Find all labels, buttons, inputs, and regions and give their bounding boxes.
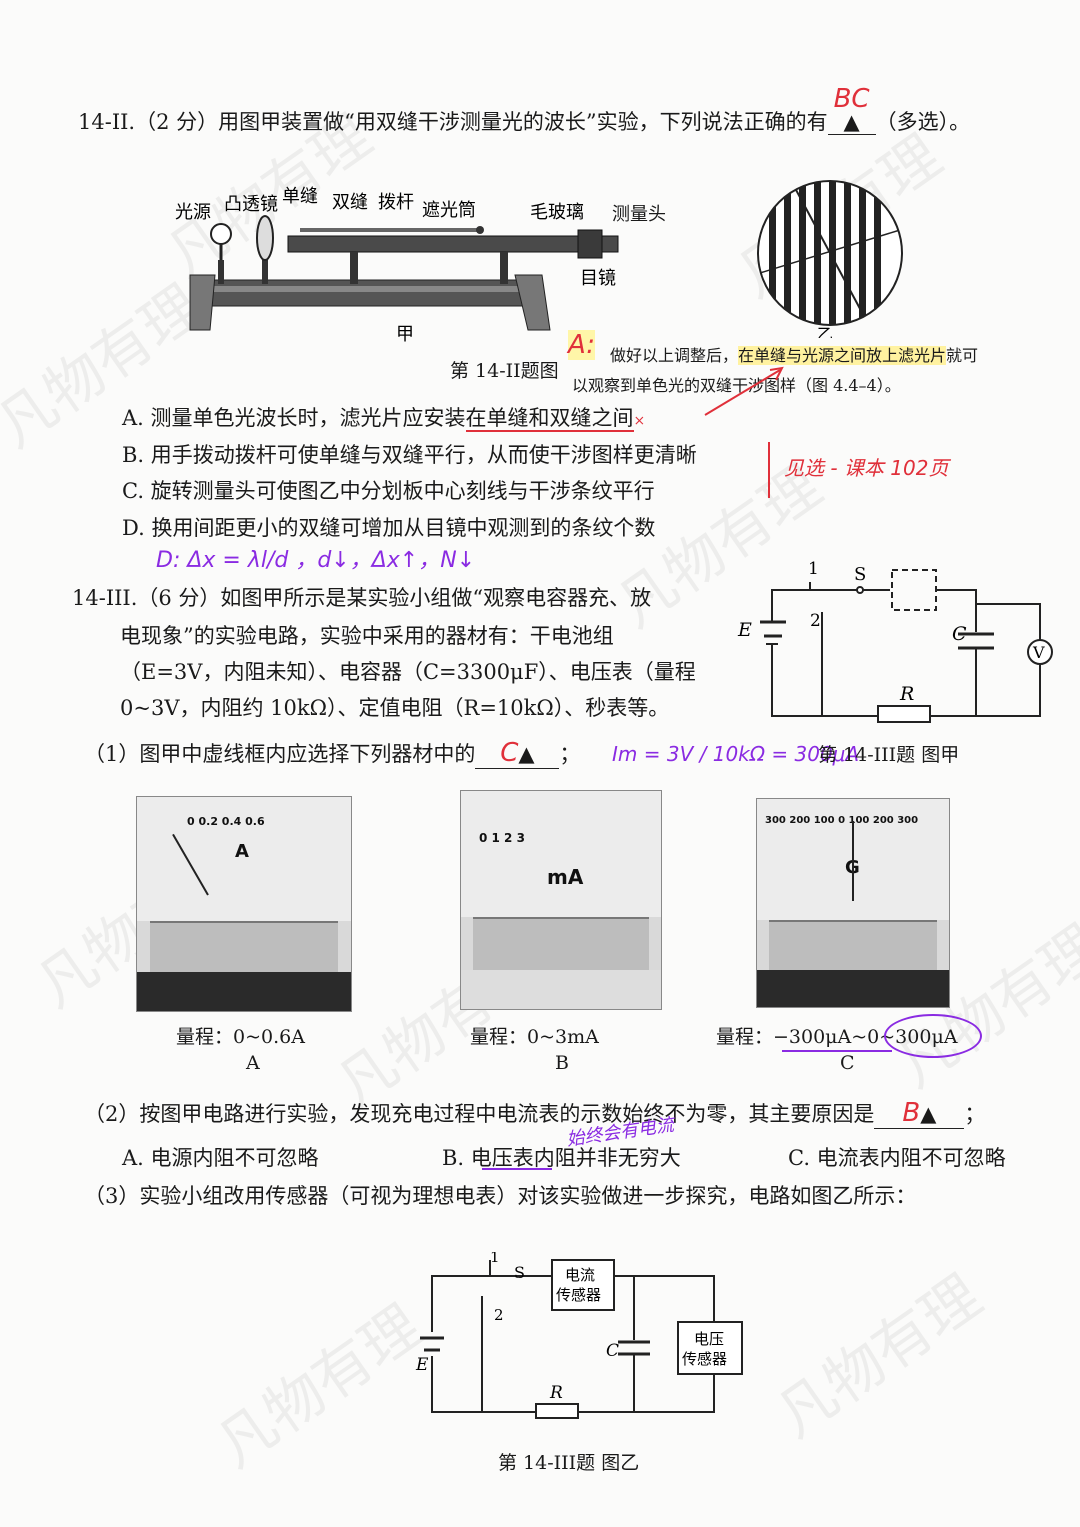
red-textbook-note: 见选 - 课本 102页	[784, 456, 949, 480]
fig2-label-r: R	[549, 1383, 563, 1403]
meter-b-face: mA	[547, 865, 584, 889]
meter-photo-b: 0 1 2 3 mA	[460, 790, 662, 1010]
textbook-note-line1: 做好以上调整后，在单缝与光源之间放上滤光片就可	[610, 346, 979, 365]
light-bulb	[210, 223, 232, 260]
fig2-label-2: 2	[494, 1306, 504, 1324]
meter-c-letter: C	[840, 1052, 855, 1074]
fig2-label-current-sensor: 传感器	[556, 1286, 601, 1304]
figure-caption-yi: 第 14-III题 图乙	[498, 1452, 640, 1474]
label-double-slit: 双缝	[332, 192, 368, 213]
fig2-label-s: S	[514, 1263, 525, 1282]
fig2-label-e: E	[415, 1355, 429, 1375]
part-1-handwritten-calc: Im = 3V / 10kΩ = 300μA	[612, 742, 860, 766]
option-d-handwritten-note: D: Δx = λl/d ，d↓，Δx↑，N↓	[156, 548, 476, 573]
note-a-letter: A:	[568, 330, 596, 360]
circuit-figure-jia: 1 2 S E C R V	[737, 559, 1053, 723]
interference-pattern-figure: 乙	[757, 180, 903, 338]
circuit-label-2: 2	[810, 611, 821, 631]
option-c: C. 旋转测量头可使图乙中分划板中心刻线与干涉条纹平行	[122, 479, 655, 503]
meter-a-scale: 0 0.2 0.4 0.6	[187, 815, 265, 828]
part-3-stem: （3）实验小组改用传感器（可视为理想电表）对该实验做进一步探究，电路如图乙所示：	[84, 1184, 917, 1208]
label-light-source: 光源	[175, 202, 211, 223]
double-slit-apparatus-figure: 光源 凸透镜 单缝 双缝 拨杆 遮光筒 毛玻璃 目镜 甲	[175, 186, 619, 345]
part-2-option-c: C. 电流表内阻不可忽略	[788, 1146, 1006, 1170]
figure-caption-jia: 第 14-III题 图甲	[818, 744, 960, 766]
part-1-answer-blank: C▲	[475, 738, 560, 769]
part-2-option-a: A. 电源内阻不可忽略	[122, 1146, 319, 1170]
part-2-option-b: B. 电压表内阻并非无穷大	[442, 1146, 681, 1170]
circuit-label-s: S	[854, 564, 866, 585]
convex-lens	[256, 215, 274, 261]
label-single-slit: 单缝	[282, 186, 318, 207]
circuit-label-1: 1	[808, 559, 819, 579]
question-14-3-line3: （E=3V，内阻未知）、电容器（C=3300μF）、电压表（量程	[120, 660, 696, 684]
fig2-label-voltage: 电压	[694, 1330, 724, 1348]
label-tube: 遮光筒	[422, 200, 476, 221]
label-convex-lens: 凸透镜	[224, 194, 278, 215]
circuit-label-c: C	[952, 623, 967, 645]
option-a: A. 测量单色光波长时，滤光片应安装在单缝和双缝之间×	[122, 406, 646, 432]
watermark: 凡物有理	[204, 1291, 434, 1481]
supports	[218, 252, 508, 284]
label-measuring-head: 测量头	[612, 204, 666, 225]
question-14-2-stem: 14-II.（2 分）用图甲装置做“用双缝干涉测量光的波长”实验，下列说法正确的…	[78, 84, 971, 135]
meter-c-circle	[884, 1014, 982, 1058]
meter-photo-a: 0 0.2 0.4 0.6 A	[136, 796, 352, 1012]
tube	[287, 226, 619, 259]
meter-a-face: A	[235, 841, 249, 862]
textbook-note-line2: 以观察到单色光的双缝干涉图样（图 4.4–4）。	[572, 376, 901, 395]
red-bracket	[768, 442, 770, 498]
label-eyepiece: 目镜	[580, 268, 616, 289]
meter-a-letter: A	[246, 1052, 260, 1074]
label-ground-glass: 毛玻璃	[530, 202, 584, 223]
circuit-label-r: R	[899, 683, 914, 705]
red-arrow	[704, 366, 784, 416]
meter-a-range: 量程：0~0.6A	[176, 1026, 305, 1048]
meter-photo-c: 300 200 100 0 100 200 300 G	[756, 798, 950, 1008]
answer-blank: ▲BC	[827, 84, 876, 135]
option-d: D. 换用间距更小的双缝可增加从目镜中观测到的条纹个数	[122, 516, 656, 540]
label-lever: 拨杆	[378, 192, 414, 213]
fig2-label-c: C	[606, 1341, 619, 1361]
option-b: B. 用手拨动拨杆可使单缝与双缝平行，从而使干涉图样更清晰	[122, 443, 697, 467]
question-14-3-line2: 电现象”的实验电路，实验中采用的器材有：干电池组	[120, 624, 614, 648]
fig2-label-voltage-sensor: 传感器	[682, 1350, 727, 1368]
optical-bench	[189, 274, 551, 331]
meter-c-scale: 300 200 100 0 100 200 300	[765, 815, 919, 826]
question-14-3-line4: 0~3V，内阻约 10kΩ）、定值电阻（R=10kΩ）、秒表等。	[120, 696, 670, 720]
meter-c-underline	[782, 1050, 892, 1052]
part-2-answer-blank: B▲	[874, 1098, 965, 1129]
label-yi: 乙	[817, 325, 833, 338]
circuit-label-v: V	[1032, 643, 1045, 662]
fig2-label-1: 1	[490, 1252, 500, 1266]
circuit-label-e: E	[737, 619, 752, 641]
meter-b-range: 量程：0~3mA	[470, 1026, 599, 1048]
meter-b-letter: B	[555, 1052, 569, 1074]
circuit-figure-yi: 电流 传感器 电压 传感器 1 2 S E C R	[415, 1252, 743, 1419]
label-jia: 甲	[396, 324, 414, 345]
question-14-3-line1: 14-III.（6 分）如图甲所示是某实验小组做“观察电容器充、放	[72, 586, 652, 610]
figure-caption-14-2: 第 14-II题图	[450, 360, 559, 382]
meter-b-scale: 0 1 2 3	[479, 831, 525, 845]
part-2-underline	[482, 1168, 552, 1170]
fig2-label-current: 电流	[565, 1266, 595, 1284]
watermark: 凡物有理	[764, 1261, 994, 1451]
